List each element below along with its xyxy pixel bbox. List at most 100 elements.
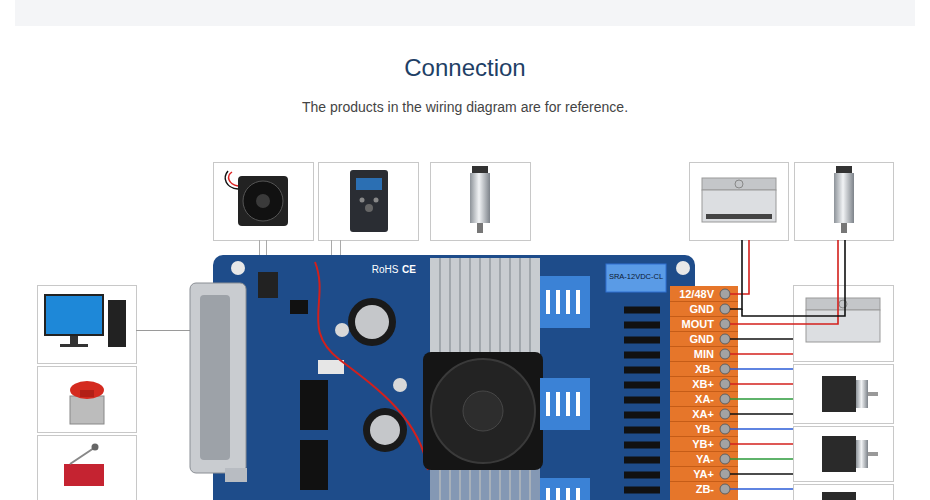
limit-switch-icon — [70, 448, 94, 464]
terminal-name: ZB- — [696, 483, 714, 495]
db25-connector — [190, 283, 246, 473]
product-frame — [38, 436, 137, 500]
cooling-fan — [463, 391, 503, 431]
terminal-name: YB- — [695, 423, 714, 435]
spindle-icon — [834, 173, 854, 223]
product-frame — [794, 365, 894, 424]
terminal-label: XB- — [672, 362, 716, 376]
stepper-icon — [856, 440, 868, 468]
terminal-strip — [670, 286, 738, 500]
terminal-name: YB+ — [692, 438, 714, 450]
psu-icon — [702, 190, 776, 222]
wire — [730, 488, 793, 490]
product-frame — [38, 367, 137, 433]
terminal-name: YA+ — [693, 468, 714, 480]
computer-icon — [108, 300, 126, 347]
fan-wire — [229, 172, 238, 186]
terminal-screws — [720, 289, 730, 494]
vfd-icon — [365, 204, 373, 212]
terminal-label: 12/48V — [672, 287, 716, 301]
wire — [730, 240, 838, 324]
terminal-label: YB- — [672, 422, 716, 436]
terminal-name: XA+ — [692, 408, 714, 420]
terminal-label: XA- — [672, 392, 716, 406]
fan-wire — [225, 171, 238, 189]
product-frame — [690, 163, 789, 241]
psu-icon — [806, 310, 880, 342]
terminal-label: YA- — [672, 452, 716, 466]
psu-icon — [806, 298, 880, 310]
spindle-icon — [836, 166, 852, 173]
wire — [730, 240, 742, 309]
terminal-label: XA+ — [672, 407, 716, 421]
board-wire — [315, 262, 428, 470]
wire — [730, 458, 793, 460]
stepper-icon — [822, 436, 856, 472]
capacitor — [335, 323, 349, 337]
fan-icon — [243, 181, 283, 221]
top-band — [15, 0, 915, 26]
terminal-screw — [720, 469, 730, 479]
terminal-screw — [720, 424, 730, 434]
mount-hole — [676, 261, 690, 275]
monitor-icon — [70, 336, 78, 344]
pcb-board — [213, 255, 695, 500]
chip — [300, 380, 328, 430]
heatsink — [430, 258, 540, 354]
chip — [290, 300, 308, 314]
cooling-fan — [423, 352, 543, 470]
wires — [730, 240, 845, 489]
dip-levers — [548, 290, 578, 500]
ce-mark: CE — [402, 264, 416, 275]
fan-icon — [256, 194, 270, 208]
stepper-icon — [868, 392, 878, 396]
terminal-screw — [720, 364, 730, 374]
wire — [730, 338, 793, 340]
psu-icon — [735, 180, 743, 188]
spindle-icon — [470, 173, 490, 223]
wire — [730, 368, 793, 370]
terminal-screw — [720, 319, 730, 329]
stepper-icon — [856, 380, 868, 408]
monitor-icon — [60, 344, 88, 347]
spindle-icon — [472, 166, 488, 173]
psu-icon — [702, 178, 776, 190]
terminal-label: YA+ — [672, 467, 716, 481]
mount-hole — [231, 261, 245, 275]
chip — [258, 272, 278, 298]
chip — [300, 440, 328, 490]
vfd-icon — [374, 198, 379, 203]
db25-connector — [200, 295, 230, 460]
monitor-icon — [45, 295, 103, 335]
terminal-name: GND — [690, 303, 714, 315]
estop-icon — [70, 396, 104, 424]
product-frame — [319, 163, 419, 241]
estop-icon — [70, 381, 104, 399]
product-frame — [795, 163, 894, 241]
terminal-label: GND — [672, 302, 716, 316]
wire — [730, 413, 793, 415]
rohs-mark: RoHS — [372, 264, 399, 275]
stepper-icon — [868, 452, 878, 456]
capacitor — [393, 378, 407, 392]
capacitor — [363, 408, 407, 452]
stepper-icon — [822, 492, 856, 500]
terminal-name: MIN — [694, 348, 714, 360]
product-frame — [38, 286, 137, 364]
relay-model: SRA-12VDC-CL — [609, 273, 663, 281]
wire — [730, 383, 793, 385]
psu-icon — [706, 214, 772, 219]
wire — [730, 240, 749, 294]
capacitor — [355, 305, 389, 339]
limit-switch-icon — [92, 444, 99, 451]
wire — [730, 398, 793, 400]
terminal-name: XA- — [695, 393, 714, 405]
terminal-label: GND — [672, 332, 716, 346]
relay — [606, 264, 666, 292]
vfd-icon — [350, 170, 388, 232]
terminal-name: 12/48V — [679, 288, 714, 300]
stepper-icon — [822, 376, 856, 412]
terminal-label: XB+ — [672, 377, 716, 391]
heatsink — [430, 468, 540, 500]
